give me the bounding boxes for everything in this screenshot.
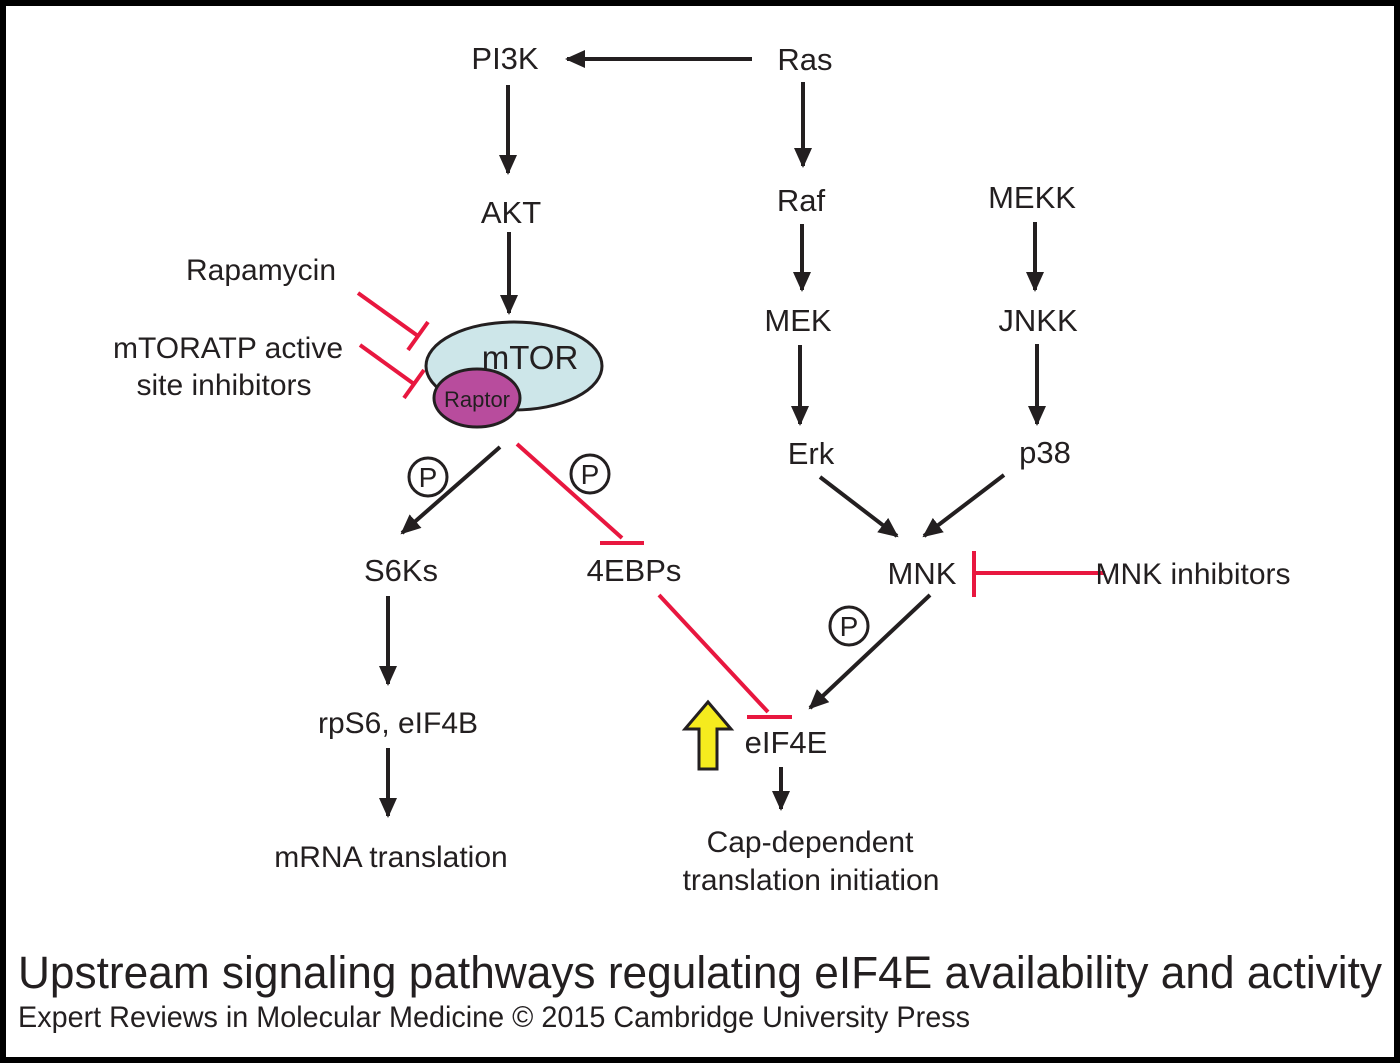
node-mrna-translation: mRNA translation <box>274 841 507 874</box>
node-cap-dependent-line2: translation initiation <box>683 864 940 897</box>
node-raf: Raf <box>777 183 826 218</box>
figure-title: Upstream signaling pathways regulating e… <box>18 947 1382 998</box>
inhibit-rapamycin-to-mtor <box>356 291 420 338</box>
label-mnk-inhibitors: MNK inhibitors <box>1095 558 1290 591</box>
node-4ebps: 4EBPs <box>587 553 682 588</box>
node-eif4e: eIF4E <box>745 725 828 760</box>
inhibit-atp-site-tee <box>402 368 426 400</box>
raptor-ellipse <box>432 367 522 429</box>
node-s6ks: S6Ks <box>364 553 438 588</box>
phospho-circle-s6ks <box>407 456 449 498</box>
label-mtor-atp-line2: site inhibitors <box>136 369 311 402</box>
phospho-circle-4ebps <box>569 453 611 495</box>
inhibit-4ebps-to-eif4e <box>657 593 770 714</box>
node-rps6-eif4b: rpS6, eIF4B <box>318 707 478 740</box>
phospho-circle-eif4e <box>828 605 870 647</box>
node-cap-dependent-line1: Cap-dependent <box>707 826 915 859</box>
node-jnkk: JNKK <box>998 303 1078 338</box>
node-mnk: MNK <box>888 556 957 591</box>
label-rapamycin: Rapamycin <box>186 254 336 287</box>
phospho-label-s6ks: P <box>419 462 438 493</box>
node-mtor: mTOR <box>482 339 579 376</box>
label-mtor-atp-line1: mTORATP active <box>113 332 343 365</box>
inhibit-mtor-to-4ebps <box>515 442 624 540</box>
inhibit-atp-site-to-raptor <box>358 343 416 386</box>
node-pi3k: PI3K <box>471 41 539 76</box>
inhibit-rapamycin-tee <box>406 320 430 352</box>
arrow-erk-to-mnk <box>818 475 899 538</box>
node-akt: AKT <box>481 195 541 230</box>
arrow-p38-to-mnk <box>922 473 1006 538</box>
node-mekk: MEKK <box>988 180 1076 215</box>
node-raptor: Raptor <box>444 387 510 412</box>
phospho-label-4ebps: P <box>581 459 600 490</box>
phospho-label-eif4e: P <box>840 611 859 642</box>
node-mek: MEK <box>764 303 832 338</box>
node-erk: Erk <box>788 436 835 471</box>
node-ras: Ras <box>777 42 832 77</box>
upregulation-yellow-arrow-icon <box>681 699 735 771</box>
arrow-mtor-to-s6ks <box>400 445 502 535</box>
node-p38: p38 <box>1019 435 1071 470</box>
arrow-mnk-to-eif4e <box>808 593 932 710</box>
figure-credit: Expert Reviews in Molecular Medicine © 2… <box>18 1001 970 1034</box>
